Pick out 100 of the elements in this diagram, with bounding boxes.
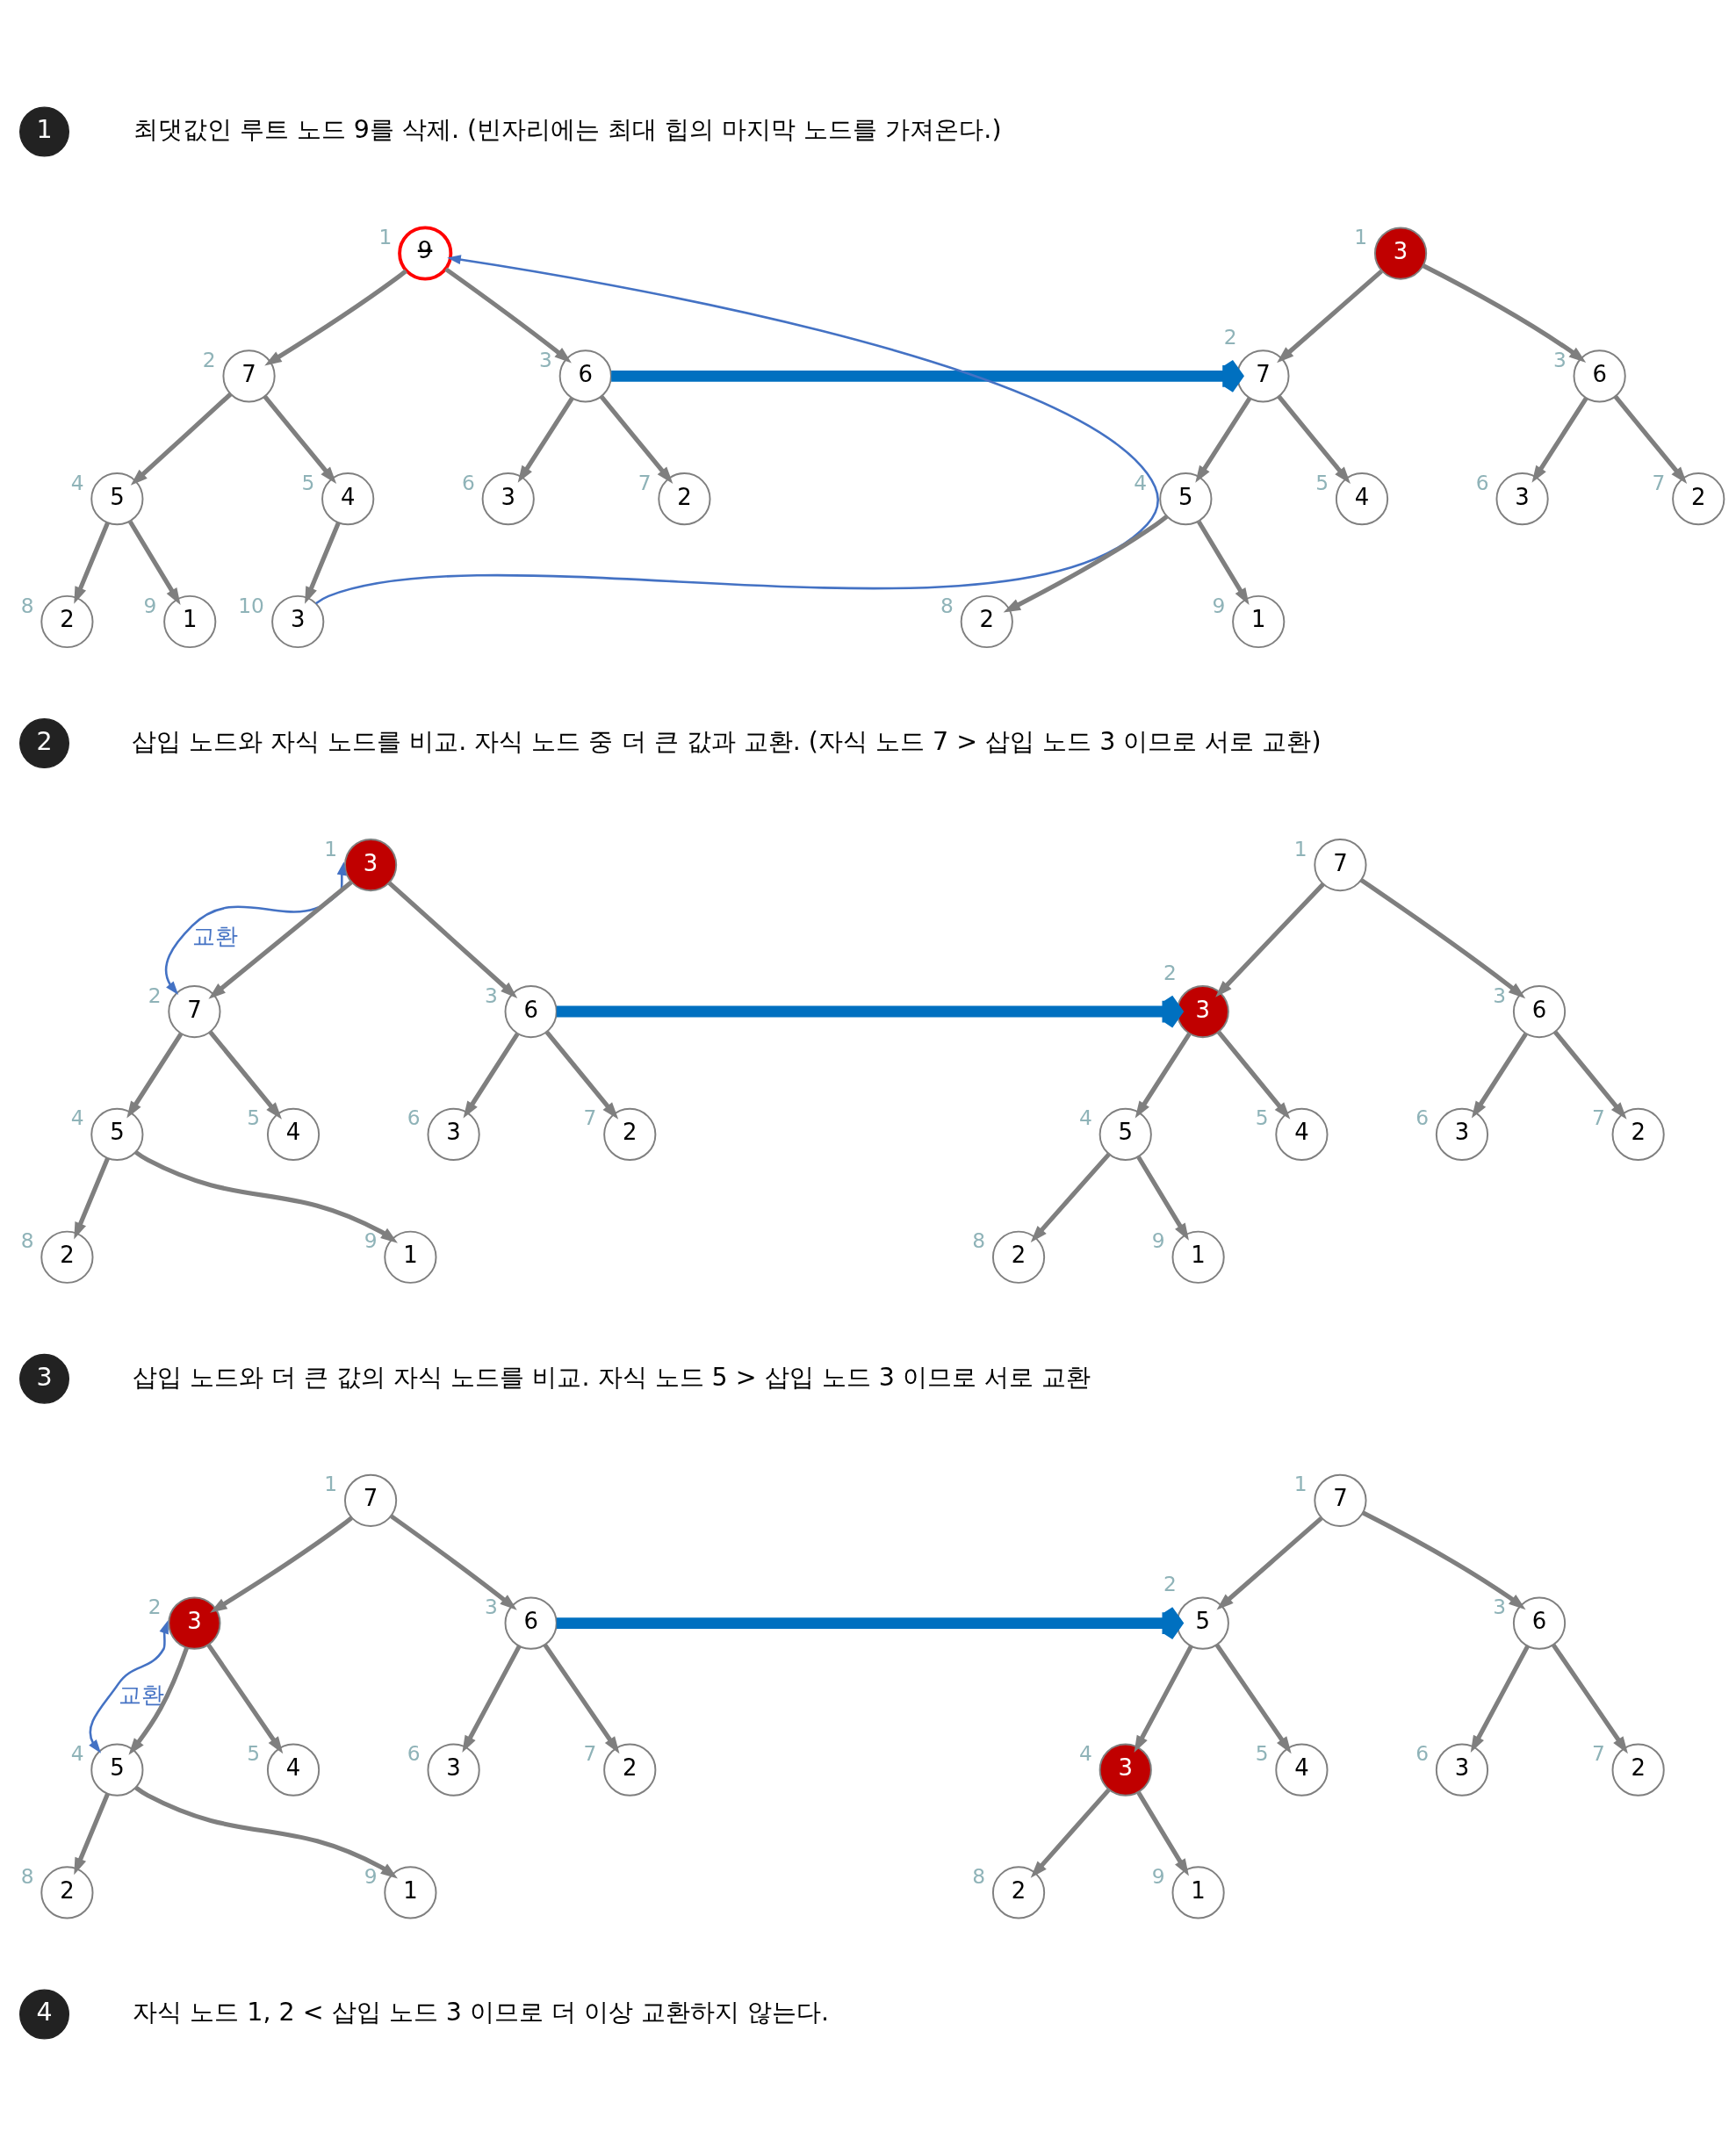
node-label: 7 [1591,1741,1605,1766]
arrow [1359,878,1526,999]
label: 삽입 노드와 자식 노드를 비교. 자식 노드 중 더 큰 값과 교환. (자식 노드 7 > 삽입 노드 3 이므로 서로 교환) [132,726,1322,756]
node-label: 1 [378,225,393,249]
edge-label: 교환 [192,923,239,950]
label: 최댓값인 루트 노드 9를 삭제. (빈자리에는 최대 힙의 마지막 노드를 가져온다.) [133,115,1002,145]
node-label: 6 [1415,1105,1430,1130]
node-circle: 9 [398,226,453,281]
node-label: 2 [148,983,162,1007]
arrow [390,1514,517,1610]
arrow [208,880,353,999]
arrow [1214,1643,1292,1754]
node-circle: 7 [343,1473,398,1527]
node-label: 1 [1293,1472,1307,1496]
node-circle: 3 [481,472,535,526]
node-label: 5 [1255,1105,1269,1130]
node-label: 10 [238,593,264,617]
arrow [134,1150,398,1243]
node-label: 1 [1293,836,1307,861]
node-label: 8 [972,1228,986,1253]
arrow [126,1032,184,1119]
arrow [517,397,574,483]
node-circle: 1 [384,1866,437,1919]
node-circle: 3 [1435,1743,1489,1797]
node-label: 4 [1079,1741,1092,1766]
node-label: 5 [247,1105,261,1130]
arrow [210,1516,353,1613]
node-label: 7 [583,1741,597,1766]
node-circle: 4 [321,472,375,526]
arrow [74,1792,111,1876]
node-label: 2 [1223,324,1237,349]
node-label: 7 [583,1105,597,1130]
arrow [263,395,337,484]
node-label: 6 [1475,470,1489,494]
node-label: 3 [1493,983,1507,1007]
node-circle: 3 [168,1596,221,1650]
node-circle: 7 [168,985,221,1039]
arrow [1531,397,1588,483]
node-circle: 6 [504,985,558,1039]
node-circle: 6 [1512,1596,1567,1650]
node-label: 2 [1163,1572,1177,1596]
node-circle: 2 [40,594,94,649]
node-circle: 3 [1435,1107,1489,1161]
node-circle: 2 [991,1230,1046,1284]
node-circle: 1 [1171,1230,1225,1284]
arrow [89,1619,169,1754]
node-label: 1 [324,1472,338,1496]
node-label: 5 [247,1741,261,1766]
arrow [444,267,572,364]
node-circle: 7 [1314,1473,1367,1527]
node-label: 8 [940,593,954,617]
arrow [127,520,181,606]
node-circle: 2 [658,472,711,526]
node-label: 3 [1493,1595,1507,1619]
node-label: 8 [20,593,34,617]
arrow [1136,1791,1189,1876]
arrow [130,392,233,486]
node-label: 1 [1354,225,1368,249]
node-label: 2 [148,1595,162,1619]
node-circle: 6 [1512,985,1567,1039]
node-circle: 5 [1099,1107,1152,1161]
node-circle: 1 [163,594,217,649]
arrow [1422,263,1587,364]
arrow [1551,1643,1628,1754]
node-circle: 4 [1275,1107,1329,1161]
node-circle: 4 [1335,472,1389,526]
arrow [1195,397,1252,483]
node-circle: 4 [266,1107,321,1161]
node-circle: 5 [1159,472,1213,526]
node-circle: 2 [1611,1743,1665,1797]
arrow [1613,395,1688,484]
arrow [543,1643,620,1754]
edge-label: 교환 [119,1681,165,1708]
node-circle: 6 [558,349,612,403]
arrow [1471,1032,1528,1119]
node-circle: 3 [343,839,398,892]
node-label: 6 [1415,1741,1430,1766]
node-circle: 5 [90,1743,144,1797]
arrow [1553,1030,1627,1120]
node-circle: 5 [90,472,144,526]
arrow [1470,1645,1530,1754]
arrow [1277,269,1383,364]
node-circle: 4 [1275,1743,1329,1797]
node-circle: 5 [1176,1596,1229,1650]
arrow [315,255,1159,605]
node-label: 9 [1212,593,1226,617]
node-label: 4 [1134,470,1147,494]
arrow [1136,1156,1189,1241]
node-label: 5 [301,470,315,494]
arrow [206,1643,284,1754]
arrow [74,1157,111,1240]
arrow [74,522,111,604]
node-circle: 2 [960,594,1013,649]
node-label: 1 [324,836,338,861]
arrow [128,1646,190,1755]
node-label: 5 [1315,470,1329,494]
node-circle: 3 [427,1107,480,1161]
node-label: 3 [1552,347,1567,371]
arrow [1196,520,1250,606]
node-circle: 2 [1611,1107,1665,1161]
